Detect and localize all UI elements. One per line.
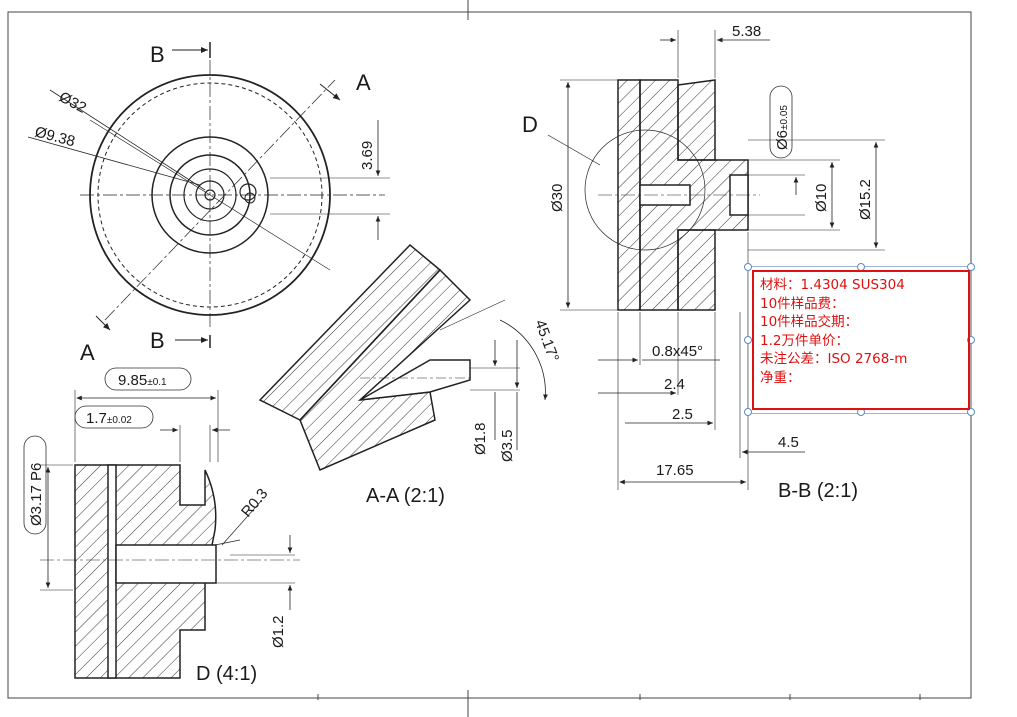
svg-text:9.85±0.1: 9.85±0.1 [118, 372, 167, 389]
dim-17-badge: 1.7±0.02 [74, 405, 154, 429]
note-line-net-weight: 净重： [760, 369, 801, 386]
section-aa-title: A-A (2:1) [366, 485, 445, 507]
detail-d-title: D (4:1) [196, 663, 257, 685]
detail-d-view [40, 390, 300, 679]
dim-angle: 45.17° [531, 318, 562, 365]
dim-985-badge: 9.85±0.1 [104, 367, 192, 391]
note-line-material: 材料：1.4304 SUS304 [760, 277, 905, 293]
note-line-sample-fee: 10件样品费： [760, 295, 845, 312]
section-b-bottom-label: B [150, 328, 165, 353]
dim-d152: Ø15.2 [857, 179, 874, 220]
dim-d6: Ø6 [774, 130, 791, 150]
front-view [27, 42, 390, 348]
dim-45: 4.5 [778, 434, 799, 451]
dim-d35: Ø3.5 [499, 429, 516, 462]
resize-handle-left[interactable] [744, 336, 752, 344]
dim-chamfer: 0.8x45° [652, 343, 703, 360]
dim-17: 1.7 [86, 410, 107, 427]
note-line-unit-price: 1.2万件单价： [760, 332, 849, 349]
dim-1765: 17.65 [656, 462, 694, 479]
section-aa-view [258, 243, 548, 471]
section-bb-title: B-B (2:1) [778, 480, 858, 502]
dim-985: 9.85 [118, 372, 147, 389]
dim-r03: R0.3 [238, 485, 271, 520]
dim-538: 5.38 [732, 23, 761, 40]
dim-d12: Ø1.2 [270, 615, 287, 648]
detail-d-reference: D [522, 112, 538, 137]
resize-handle-top-right[interactable] [967, 263, 975, 271]
dim-369: 3.69 [359, 141, 376, 170]
resize-handle-bottom-left[interactable] [744, 408, 752, 416]
dim-d30: Ø30 [549, 184, 566, 212]
resize-handle-top-left[interactable] [744, 263, 752, 271]
dim-25: 2.5 [672, 406, 693, 423]
section-bb-view [547, 30, 885, 490]
dim-d938: Ø9.38 [33, 123, 77, 150]
dim-d317: Ø3.17 P6 [28, 463, 45, 526]
dim-d18: Ø1.8 [472, 422, 489, 455]
dim-d6-tol: ±0.05 [779, 105, 790, 130]
dim-d32: Ø32 [56, 89, 89, 117]
dim-985-tol: ±0.1 [147, 377, 167, 388]
dim-17-tol: ±0.02 [107, 415, 132, 426]
note-line-sample-lead-time: 10件样品交期： [760, 314, 859, 331]
section-a-top-label: A [356, 70, 371, 95]
dim-d6-badge: Ø6±0.05 [769, 85, 793, 159]
dim-d317-badge: Ø3.17 P6 [23, 435, 47, 535]
svg-text:Ø6±0.05: Ø6±0.05 [774, 105, 791, 150]
note-line-tolerance: 未注公差：ISO 2768-m [760, 351, 908, 368]
dim-d10: Ø10 [813, 184, 830, 212]
section-a-bottom-label: A [80, 340, 95, 365]
resize-handle-right[interactable] [967, 336, 975, 344]
material-note-box[interactable]: 材料：1.4304 SUS304 10件样品费： 10件样品交期： 1.2万件单… [752, 270, 970, 410]
svg-text:1.7±0.02: 1.7±0.02 [86, 410, 132, 427]
resize-handle-bottom-right[interactable] [967, 408, 975, 416]
dim-24: 2.4 [664, 376, 685, 393]
section-b-top-label: B [150, 42, 165, 67]
